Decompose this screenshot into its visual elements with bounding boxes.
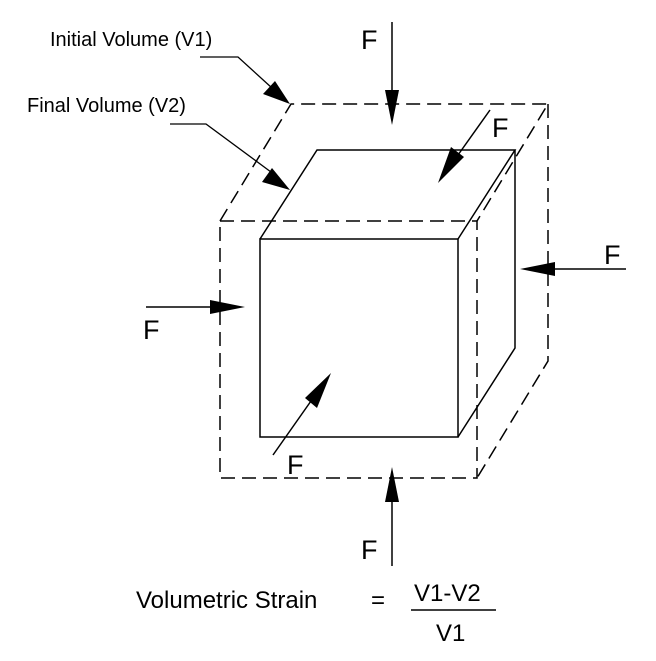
formula-lhs: Volumetric Strain [136, 587, 317, 614]
force-label-front: F [287, 450, 304, 480]
force-arrow-front [272, 373, 331, 456]
initial-volume-label: Initial Volume (V1) [50, 29, 212, 51]
force-label-right: F [604, 240, 621, 270]
force-arrow-back [438, 109, 491, 183]
formula-equals: = [371, 587, 385, 614]
initial-volume-leader [200, 56, 290, 104]
initial-cube-front-face [219, 220, 478, 479]
force-arrow-top [385, 22, 399, 125]
force-arrow-left [146, 300, 245, 314]
volumetric-strain-formula: Volumetric Strain = V1-V2 V1 [136, 580, 496, 647]
force-arrow-right [520, 262, 626, 276]
initial-volume-cube [219, 103, 550, 479]
initial-cube-side-face [476, 104, 549, 479]
force-label-bottom: F [361, 535, 378, 565]
final-volume-label: Final Volume (V2) [27, 95, 186, 117]
force-label-back: F [492, 113, 509, 143]
formula-numerator: V1-V2 [414, 580, 481, 607]
final-cube-top-face [259, 149, 517, 240]
force-label-top: F [361, 25, 378, 55]
final-volume-leader [170, 123, 290, 190]
final-cube-front-face [259, 238, 459, 438]
initial-cube-top-face [219, 103, 550, 222]
final-volume-cube [259, 149, 517, 438]
force-label-left: F [143, 315, 160, 345]
force-arrow-bottom [385, 467, 399, 566]
final-cube-side-face [457, 150, 516, 438]
formula-denominator: V1 [436, 620, 465, 647]
